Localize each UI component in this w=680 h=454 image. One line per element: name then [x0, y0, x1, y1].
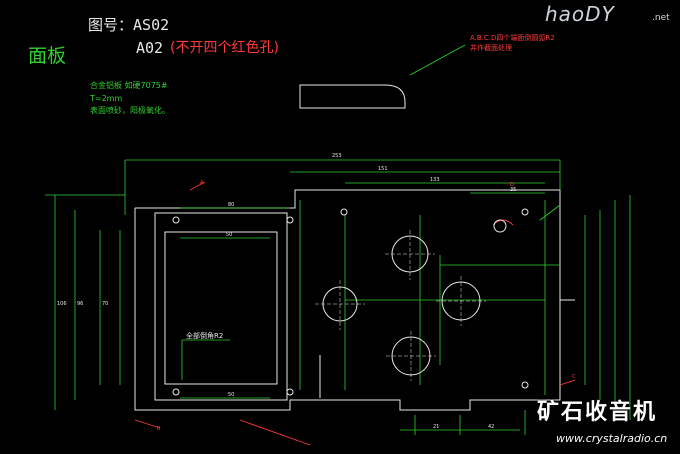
dim-width-2: 151: [378, 166, 388, 172]
watermark-cn: 矿石收音机: [537, 400, 658, 425]
watermark-site: haoDY: [545, 2, 615, 26]
dim-width-5: 50: [226, 232, 232, 238]
corner-note-2: 并作截面处理: [470, 44, 512, 52]
large-holes: [322, 235, 481, 376]
dim-bottom-2: 42: [488, 424, 494, 430]
dim-height-2: 96: [77, 301, 83, 307]
marker-c: C: [572, 374, 576, 380]
dimension-lines: [45, 44, 631, 435]
watermark-site-suffix: .net: [652, 13, 670, 23]
dim-width-3: 133: [430, 177, 440, 183]
variant-code: A02: [136, 39, 164, 57]
watermark-url: www.crystalradio.cn: [556, 432, 668, 445]
drawing-number-label: 图号：: [88, 16, 134, 34]
dim-bottom-3: 50: [228, 392, 234, 398]
drawing-number-value: AS02: [133, 16, 170, 34]
dim-bottom-1: 21: [433, 424, 439, 430]
corner-note-1: A.B.C.D四个端面倒圆弧R2: [470, 34, 555, 42]
material-note-1: 合金铝板 如硬7075#: [90, 81, 168, 90]
marker-d: D: [510, 182, 514, 188]
dim-height-1: 106: [57, 301, 67, 307]
panel-title: 面板: [28, 45, 67, 67]
marker-a: A: [200, 180, 204, 186]
dim-height-3: 70: [102, 301, 108, 307]
leader-lines: [134, 181, 576, 446]
inner-fillet-note: 全部倒角R2: [186, 332, 224, 340]
corner-markers: A B C D: [157, 180, 576, 432]
dim-width-6: 35: [510, 187, 516, 193]
dim-overall-width: 253: [332, 153, 342, 159]
dimension-labels: 253 151 133 80 50 35 106 96 70 21 42 50: [57, 153, 516, 430]
material-note-2: T=2mm: [90, 94, 123, 103]
mounting-holes: [172, 208, 529, 396]
centerlines: [315, 230, 486, 381]
variant-note: (不开四个红色孔): [170, 40, 279, 56]
panel-outline: [134, 189, 575, 411]
edge-detail: [299, 84, 406, 109]
dim-width-4: 80: [228, 202, 234, 208]
material-note-3: 表面喷砂，阳极氧化。: [90, 106, 170, 115]
marker-b: B: [157, 426, 161, 432]
drawing-number: 图号：AS02: [88, 18, 169, 33]
